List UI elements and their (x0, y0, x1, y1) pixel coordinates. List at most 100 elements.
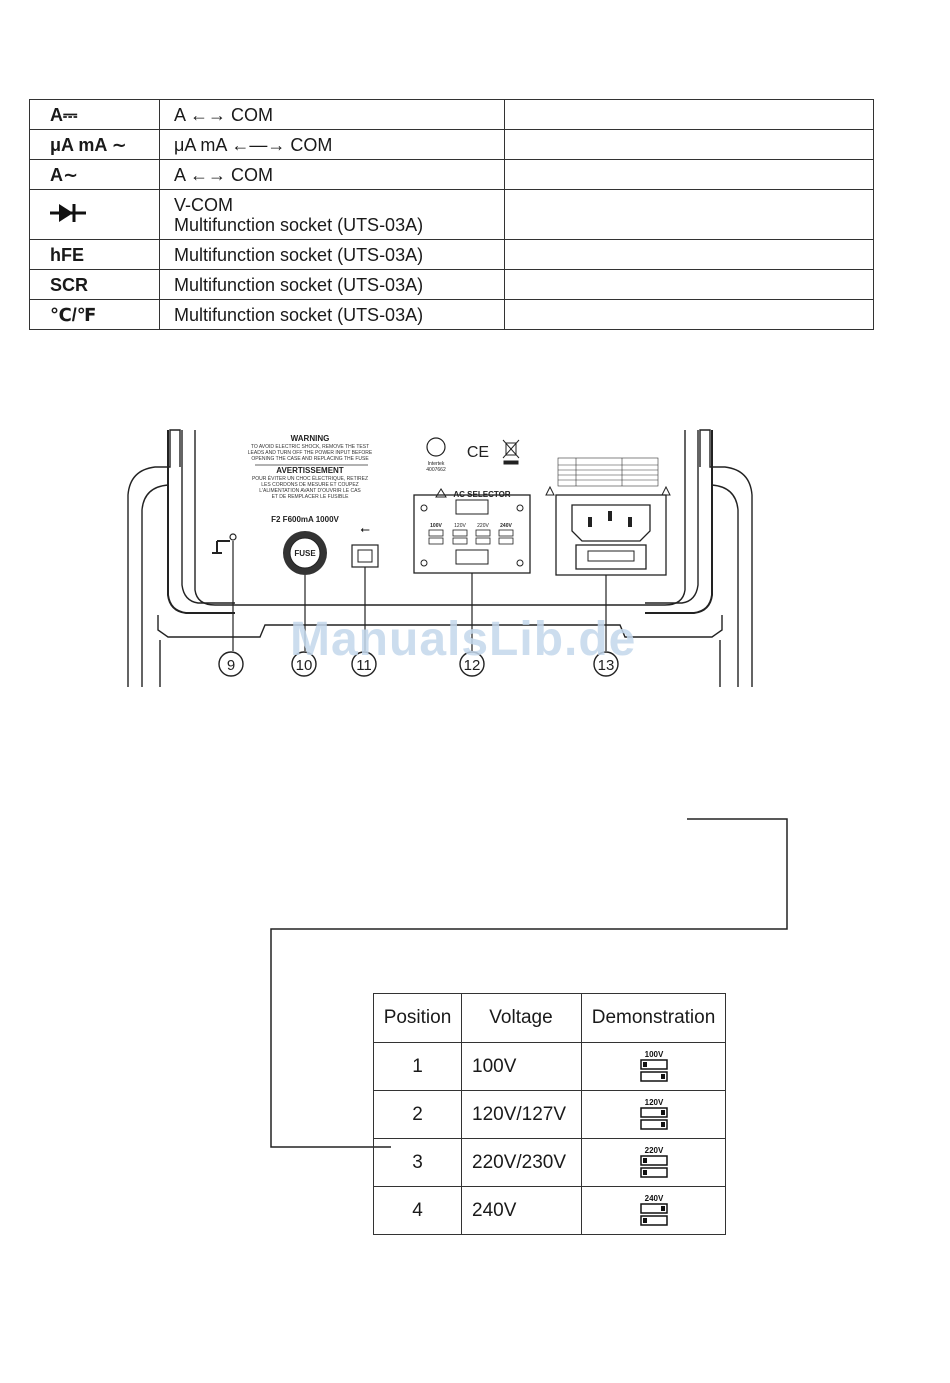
rating-label (557, 457, 659, 487)
header-voltage: Voltage (461, 993, 582, 1043)
rear-panel-figure: WARNING TO AVOID ELECTRIC SHOCK, REMOVE … (127, 429, 753, 687)
symbol-cell: ℃/℉ (29, 299, 160, 330)
demo-cell: 100V (581, 1042, 726, 1091)
note-cell (504, 99, 874, 130)
voltage-cell: 240V (461, 1186, 582, 1235)
table-row: A⎓ A ←→ COM (29, 99, 874, 130)
connection-cell: A ←→ COM (159, 99, 505, 130)
demo-label: 240V (644, 1194, 663, 1203)
callout-9: 9 (227, 657, 235, 674)
demo-label: 100V (644, 1050, 663, 1059)
table-row: 3 220V/230V 220V (373, 1138, 726, 1187)
demo-cell: 220V (581, 1138, 726, 1187)
note-cell (504, 239, 874, 270)
switch-position-icon: 100V (639, 1050, 668, 1082)
fuse-rating: F2 F600mA 1000V (271, 515, 339, 524)
voltage-cell: 120V/127V (461, 1090, 582, 1139)
cert-number: 4007662 (426, 467, 446, 473)
note-cell (504, 189, 874, 240)
position-cell: 2 (373, 1090, 462, 1139)
position-cell: 1 (373, 1042, 462, 1091)
usb-port: ⭠ (351, 522, 379, 568)
callout-11: 11 (356, 657, 372, 674)
table-header-row: Position Voltage Demonstration (373, 993, 726, 1043)
position-cell: 4 (373, 1186, 462, 1235)
connection-cell: Multifunction socket (UTS-03A) (159, 269, 505, 300)
callout-10: 10 (296, 657, 313, 674)
watermark: ManualsLib.de (290, 613, 637, 666)
caution-triangle-icon (435, 488, 447, 498)
avertissement-text: POUR ÉVITER UN CHOC ÉLECTRIQUE, RETIREZ (252, 475, 368, 482)
terminal-table: A⎓ A ←→ COM μA mA ∼ μA mA ←—→ COM A∼ A ←… (29, 99, 874, 330)
diode-icon (50, 203, 86, 222)
symbol-cell (29, 189, 160, 240)
warning-text: TO AVOID ELECTRIC SHOCK, REMOVE THE TEST (251, 444, 369, 450)
certification-marks: Intertek 4007662 CE (426, 437, 520, 473)
voltage-table: Position Voltage Demonstration 1 100V 10… (373, 993, 726, 1235)
ce-mark: CE (467, 444, 489, 461)
note-cell (504, 269, 874, 300)
table-row: hFE Multifunction socket (UTS-03A) (29, 239, 874, 270)
weee-bin-icon (502, 439, 520, 465)
fuse-label: FUSE (294, 549, 316, 558)
connection-cell: μA mA ←—→ COM (159, 129, 505, 160)
voltage-cell: 100V (461, 1042, 582, 1091)
connection-cell: V-COM Multifunction socket (UTS-03A) (159, 189, 505, 240)
avertissement-text: LES CORDONS DE MESURE ET COUPEZ (261, 482, 358, 488)
warning-label: WARNING TO AVOID ELECTRIC SHOCK, REMOVE … (248, 434, 373, 500)
ac-selector: AC SELECTOR 100V 120V 220V 240V (413, 488, 531, 574)
selector-label: 240V (500, 523, 512, 529)
callout-markers: 9 10 11 12 13 (218, 651, 619, 677)
switch-position-icon: 120V (639, 1098, 668, 1130)
header-position: Position (373, 993, 462, 1043)
demo-label: 220V (644, 1146, 663, 1155)
callout-12: 12 (464, 657, 481, 674)
caution-triangle-icon (661, 485, 671, 496)
ground-terminal-icon (212, 533, 237, 554)
callout-13: 13 (598, 657, 615, 674)
connection-cell: Multifunction socket (UTS-03A) (159, 299, 505, 330)
connection-line-1: V-COM (174, 194, 234, 215)
avertissement-text: ET DE REMPLACER LE FUSIBLE (272, 494, 350, 500)
fuse-holder: FUSE (283, 531, 327, 575)
symbol-cell: SCR (29, 269, 160, 300)
power-inlet (555, 494, 667, 576)
warning-text: OPENING THE CASE AND REPLACING THE FUSE (251, 456, 369, 462)
selector-label: 100V (430, 523, 442, 529)
symbol-cell: hFE (29, 239, 160, 270)
demo-label: 120V (644, 1098, 663, 1107)
table-row: 1 100V 100V (373, 1042, 726, 1091)
note-cell (504, 299, 874, 330)
table-row: 4 240V 240V (373, 1186, 726, 1235)
connection-cell: A ←→ COM (159, 159, 505, 190)
symbol-cell: μA mA ∼ (29, 129, 160, 160)
symbol-cell: A∼ (29, 159, 160, 190)
table-row: A∼ A ←→ COM (29, 159, 874, 190)
voltage-cell: 220V/230V (461, 1138, 582, 1187)
connection-cell: Multifunction socket (UTS-03A) (159, 239, 505, 270)
position-cell: 3 (373, 1138, 462, 1187)
table-row: 2 120V/127V 120V (373, 1090, 726, 1139)
usb-icon: ⭠ (360, 522, 370, 536)
table-row: μA mA ∼ μA mA ←—→ COM (29, 129, 874, 160)
note-cell (504, 159, 874, 190)
etl-mark-icon (426, 437, 446, 457)
avertissement-title: AVERTISSEMENT (276, 466, 344, 475)
symbol-cell: A⎓ (29, 99, 160, 130)
avertissement-text: L'ALIMENTATION AVANT D'OUVRIR LE CAS (259, 488, 361, 494)
table-row: SCR Multifunction socket (UTS-03A) (29, 269, 874, 300)
table-row: V-COM Multifunction socket (UTS-03A) (29, 189, 874, 240)
header-demonstration: Demonstration (581, 993, 726, 1043)
warning-text: LEADS AND TURN OFF THE POWER INPUT BEFOR… (248, 450, 373, 456)
connection-line-2: Multifunction socket (UTS-03A) (174, 214, 424, 235)
cert-label: Intertek (428, 461, 445, 467)
selector-label: 220V (477, 523, 489, 529)
demo-cell: 120V (581, 1090, 726, 1139)
warning-title: WARNING (291, 434, 330, 443)
table-row: ℃/℉ Multifunction socket (UTS-03A) (29, 299, 874, 330)
note-cell (504, 129, 874, 160)
switch-position-icon: 220V (639, 1146, 668, 1178)
selector-label: 120V (454, 523, 466, 529)
demo-cell: 240V (581, 1186, 726, 1235)
caution-triangle-icon (545, 485, 555, 496)
